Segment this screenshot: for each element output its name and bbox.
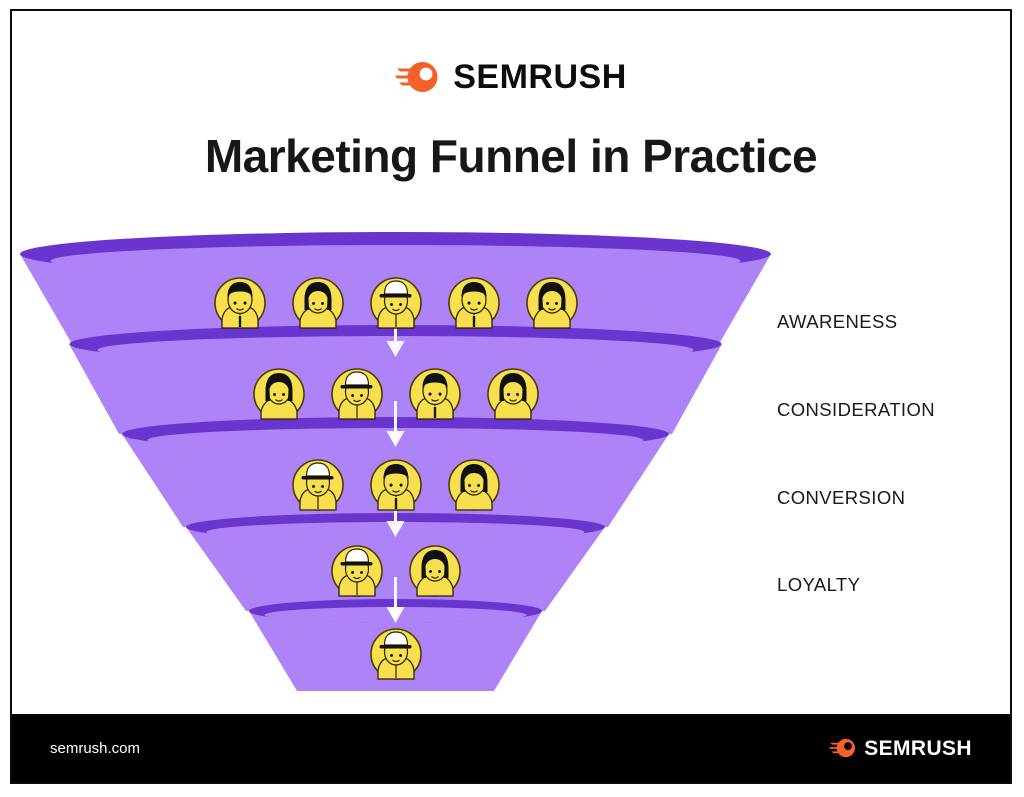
avatar bbox=[292, 459, 344, 511]
avatar bbox=[370, 628, 422, 680]
stage-label-awareness: AWARENESS bbox=[777, 311, 898, 332]
stage-label-conversion: CONVERSION bbox=[777, 487, 906, 508]
avatar bbox=[447, 276, 501, 330]
stage-label-consideration: CONSIDERATION bbox=[777, 399, 936, 420]
avatar bbox=[369, 458, 423, 512]
avatar bbox=[331, 545, 383, 597]
footer-wordmark: SEMRUSH bbox=[864, 736, 972, 760]
stage-label-list: AWARENESS CONSIDERATION CONVERSION LOYAL… bbox=[777, 229, 1010, 699]
avatar-group-conversion bbox=[292, 458, 500, 512]
avatar bbox=[253, 368, 305, 420]
semrush-comet-icon bbox=[395, 59, 439, 95]
avatar bbox=[292, 277, 344, 329]
avatar bbox=[408, 367, 462, 421]
avatar bbox=[370, 277, 422, 329]
avatar bbox=[409, 545, 461, 597]
header-brand: SEMRUSH bbox=[12, 59, 1010, 95]
page-title: Marketing Funnel in Practice bbox=[204, 130, 818, 182]
semrush-comet-icon bbox=[829, 737, 856, 759]
avatar bbox=[526, 277, 578, 329]
avatar bbox=[487, 368, 539, 420]
avatar bbox=[331, 368, 383, 420]
avatar-group-final bbox=[370, 628, 422, 680]
footer-url[interactable]: semrush.com bbox=[50, 739, 141, 757]
stage-label-loyalty: LOYALTY bbox=[777, 574, 861, 595]
funnel-diagram bbox=[12, 229, 1010, 699]
slide-frame: SEMRUSH Marketing Funnel in Practice bbox=[10, 9, 1012, 784]
avatar bbox=[448, 459, 500, 511]
footer-bar: semrush.com SEMRUSH bbox=[12, 714, 1010, 782]
brand-wordmark: SEMRUSH bbox=[453, 58, 627, 96]
footer-brand: SEMRUSH bbox=[829, 737, 972, 759]
avatar bbox=[213, 276, 267, 330]
